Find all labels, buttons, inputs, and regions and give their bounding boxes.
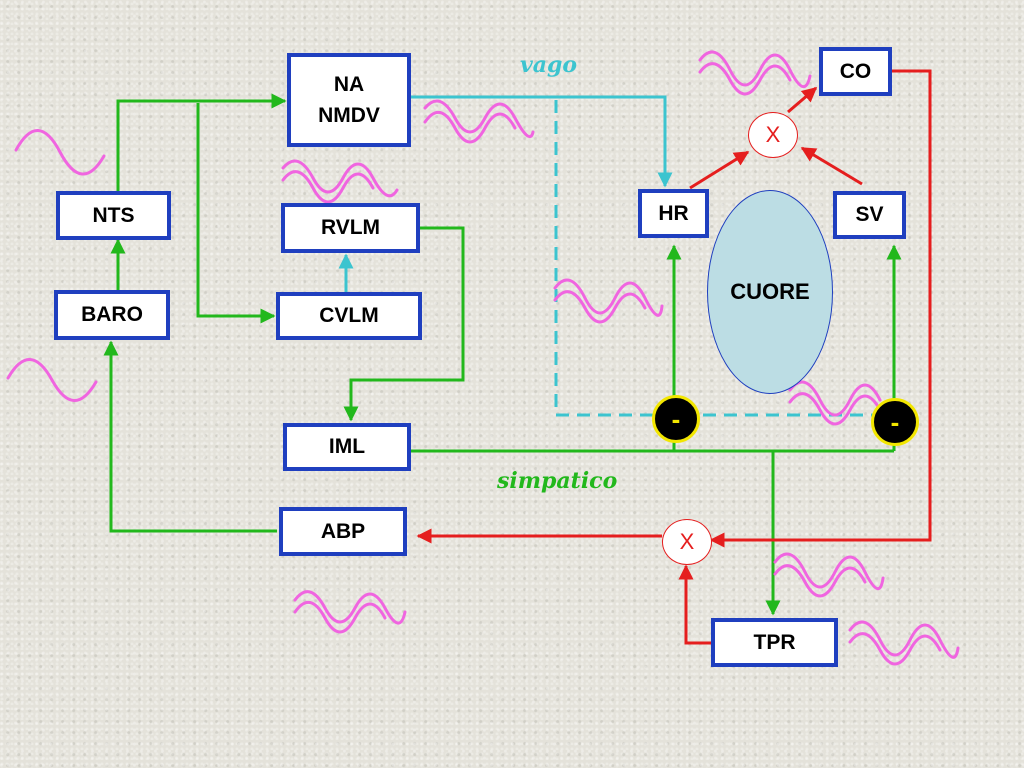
hr-node: HR <box>638 189 709 238</box>
abp-node: ABP <box>279 507 407 556</box>
squiggle-heart <box>788 380 882 417</box>
hr-label: HR <box>658 201 689 225</box>
hr-to-multiply-arrow <box>689 150 750 190</box>
squiggle-abp <box>293 590 407 625</box>
squiggle-baro <box>6 358 98 402</box>
rvlm-label: RVLM <box>320 216 381 240</box>
na-label: NA <box>333 72 365 96</box>
squiggle-vago <box>553 278 664 317</box>
cvlm-label: CVLM <box>319 304 379 328</box>
squiggle-co <box>698 50 812 88</box>
hr-receptor-dot: - <box>652 395 700 443</box>
iml-label: IML <box>328 435 366 459</box>
squiggle-nts <box>14 129 106 176</box>
abp-label: ABP <box>320 519 366 543</box>
baro-node: BARO <box>54 290 170 340</box>
squiggle-x <box>773 552 885 590</box>
tpr-node: TPR <box>711 618 838 667</box>
heart-label: CUORE <box>730 279 810 304</box>
sv-to-multiply-arrow <box>800 146 863 186</box>
squiggle-rvlm <box>281 159 399 198</box>
sv-receptor-sign: - <box>890 407 900 437</box>
rvlm-to-iml-arrow <box>343 226 465 422</box>
co-label: CO <box>839 59 872 83</box>
multiply-top-node: X <box>748 112 798 158</box>
tpr-to-multiply-arrow <box>678 564 714 645</box>
nts-to-cvlm-arrow <box>196 103 276 324</box>
iml-node: IML <box>283 423 411 471</box>
nmdv-label: NMDV <box>318 104 380 127</box>
co-feedback-arrow <box>709 69 932 548</box>
nts-label: NTS <box>92 203 135 227</box>
squiggle-tpr <box>848 620 960 659</box>
baro-label: BARO <box>81 303 143 327</box>
sv-node: SV <box>833 191 906 239</box>
vagal-dashed-line <box>554 100 894 417</box>
rvlm-node: RVLM <box>281 203 420 253</box>
heart-node: CUORE <box>707 190 833 394</box>
sympathetic-label: simpatico <box>497 468 618 494</box>
cvlm-node: CVLM <box>276 292 422 340</box>
multiply-bottom-node: X <box>662 519 712 565</box>
nts-to-na-arrow <box>116 93 287 192</box>
hr-receptor-sign: - <box>671 404 681 434</box>
nts-node: NTS <box>56 191 171 240</box>
co-node: CO <box>819 47 892 96</box>
abp-to-baro-arrow <box>103 340 277 533</box>
tpr-label: TPR <box>753 630 796 654</box>
vagus-arrow <box>411 95 673 188</box>
squiggle-na <box>423 99 535 139</box>
multiply-to-co-arrow <box>787 86 818 114</box>
na-nmdv-node: NA NMDV <box>287 53 411 147</box>
sv-label: SV <box>855 203 884 227</box>
multiply-top-label: X <box>765 122 781 147</box>
vagus-label: vago <box>520 52 578 78</box>
sv-receptor-dot: - <box>871 398 919 446</box>
multiply-bottom-label: X <box>679 529 695 554</box>
